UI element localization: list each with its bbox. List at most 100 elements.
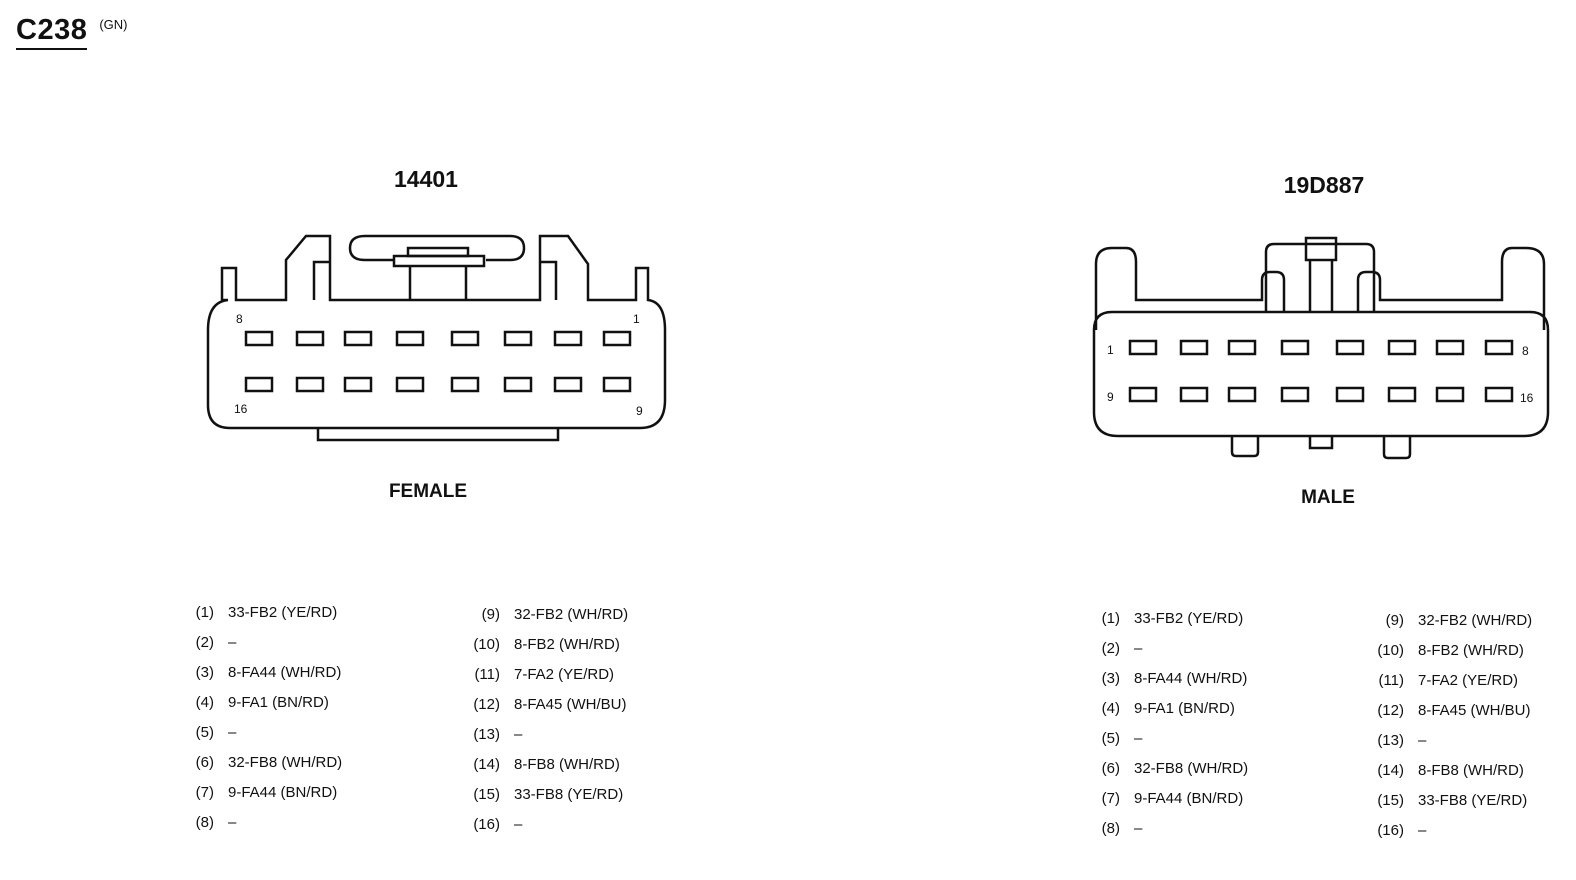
pinout-row: (5)–	[1086, 730, 1143, 747]
female-corner-label: 8	[236, 312, 243, 326]
pin-cavity	[1435, 386, 1465, 403]
pin-cavity	[244, 376, 274, 393]
pin-number: (5)	[195, 724, 214, 741]
circuit-label: 8-FB8 (WH/RD)	[1418, 762, 1524, 779]
pin-cavity	[602, 330, 632, 347]
circuit-label: –	[1134, 820, 1143, 837]
circuit-label: 9-FA1 (BN/RD)	[228, 694, 329, 711]
pinout-row: (14)8-FB8 (WH/RD)	[1370, 762, 1524, 779]
pin-number: (10)	[1377, 642, 1404, 659]
circuit-label: 9-FA1 (BN/RD)	[1134, 700, 1235, 717]
pin-cavity	[602, 376, 632, 393]
pin-cavity	[395, 330, 425, 347]
pinout-row: (7)9-FA44 (BN/RD)	[1086, 790, 1244, 807]
male-gender-label: MALE	[1301, 487, 1355, 508]
pin-cavity	[1179, 339, 1209, 356]
pinout-row: (12) 8-FA45 (WH/BU)	[1370, 702, 1531, 719]
male-connector-drawing	[1092, 236, 1550, 460]
circuit-label: 8-FA45 (WH/BU)	[1418, 702, 1531, 719]
circuit-label: 8-FB2 (WH/RD)	[514, 636, 620, 653]
pinout-row: (8)–	[1086, 820, 1143, 837]
circuit-label: –	[1134, 730, 1143, 747]
circuit-label: 9-FA44 (BN/RD)	[228, 784, 338, 801]
pin-cavity	[244, 330, 274, 347]
female-corner-label: 9	[636, 404, 643, 418]
pin-number: (13)	[1377, 732, 1404, 749]
pin-cavity	[1335, 386, 1365, 403]
pin-cavity	[1484, 339, 1514, 356]
pin-number: (10)	[473, 636, 500, 653]
pin-number: (8)	[195, 814, 214, 831]
pinout-row: (13)–	[466, 726, 522, 743]
pinout-row: (7) 9-FA44 (BN/RD)	[180, 784, 338, 801]
pin-cavity	[1484, 386, 1514, 403]
pin-cavity	[1128, 386, 1158, 403]
circuit-label: 8-FB2 (WH/RD)	[1418, 642, 1524, 659]
pin-cavity	[450, 330, 480, 347]
circuit-label: 8-FA45 (WH/BU)	[514, 696, 627, 713]
pinout-row: (5)–	[180, 724, 237, 741]
pin-cavity	[1387, 339, 1417, 356]
circuit-label: –	[1418, 732, 1427, 749]
pin-number: (4)	[195, 694, 214, 711]
pin-cavity	[1227, 386, 1257, 403]
pin-number: (16)	[1377, 822, 1404, 839]
male-corner-label: 9	[1107, 390, 1114, 404]
pin-number: (9)	[481, 606, 500, 623]
pin-number: (7)	[195, 784, 214, 801]
pinout-row: (10) 8-FB2 (WH/RD)	[1370, 642, 1524, 659]
circuit-label: –	[228, 634, 237, 651]
pinout-row: (2)–	[1086, 640, 1143, 657]
pinout-row: (15)33-FB8 (YE/RD)	[466, 786, 623, 803]
pin-cavity	[1227, 339, 1257, 356]
pin-cavity	[503, 376, 533, 393]
pin-number: (1)	[195, 604, 214, 621]
pinout-row: (12)8-FA45 (WH/BU)	[466, 696, 627, 713]
pinout-row: (8)–	[180, 814, 237, 831]
female-connector-drawing	[206, 234, 667, 442]
circuit-label: 32-FB8 (WH/RD)	[228, 754, 343, 771]
pinout-row: (1)33-FB2 (YE/RD)	[180, 604, 338, 621]
pin-number: (6)	[1101, 760, 1120, 777]
pin-number: (5)	[1101, 730, 1120, 747]
pin-cavity	[450, 376, 480, 393]
circuit-label: –	[1134, 640, 1143, 657]
circuit-label: 8-FB8 (WH/RD)	[514, 756, 620, 773]
female-corner-label: 16	[234, 402, 248, 416]
female-corner-label: 1	[633, 312, 640, 326]
pin-cavity	[1335, 339, 1365, 356]
pin-number: (8)	[1101, 820, 1120, 837]
pin-cavity	[395, 376, 425, 393]
male-corner-label: 1	[1107, 343, 1114, 357]
pin-number: (11)	[1378, 672, 1404, 689]
female-part-number: 14401	[394, 166, 458, 192]
pin-cavity	[1179, 386, 1209, 403]
pinout-row: (10) 8-FB2 (WH/RD)	[466, 636, 620, 653]
pin-cavity	[1128, 339, 1158, 356]
pin-number: (13)	[473, 726, 500, 743]
pin-number: (15)	[1377, 792, 1404, 809]
pin-number: (9)	[1385, 612, 1404, 629]
pin-cavity	[1280, 339, 1310, 356]
pin-cavity	[295, 376, 325, 393]
male-pin-cavities	[1128, 339, 1514, 403]
pinout-row: (2)–	[180, 634, 237, 651]
circuit-label: 7-FA2 (YE/RD)	[1418, 672, 1519, 689]
pin-number: (3)	[1101, 670, 1120, 687]
circuit-label: –	[514, 816, 523, 833]
pin-number: (3)	[195, 664, 214, 681]
connector-color: (GN)	[99, 17, 128, 32]
circuit-label: 32-FB8 (WH/RD)	[1134, 760, 1249, 777]
pin-cavity	[503, 330, 533, 347]
pin-number: (4)	[1101, 700, 1120, 717]
pin-cavity	[553, 376, 583, 393]
male-corner-label: 8	[1522, 344, 1529, 358]
pin-number: (12)	[1377, 702, 1404, 719]
circuit-label: 8-FA44 (WH/RD)	[1134, 670, 1248, 687]
circuit-label: –	[228, 814, 237, 831]
circuit-label: –	[1418, 822, 1427, 839]
pin-cavity	[295, 330, 325, 347]
male-corner-label: 16	[1520, 391, 1534, 405]
pinout-row: (3) 8-FA44 (WH/RD)	[1086, 670, 1248, 687]
